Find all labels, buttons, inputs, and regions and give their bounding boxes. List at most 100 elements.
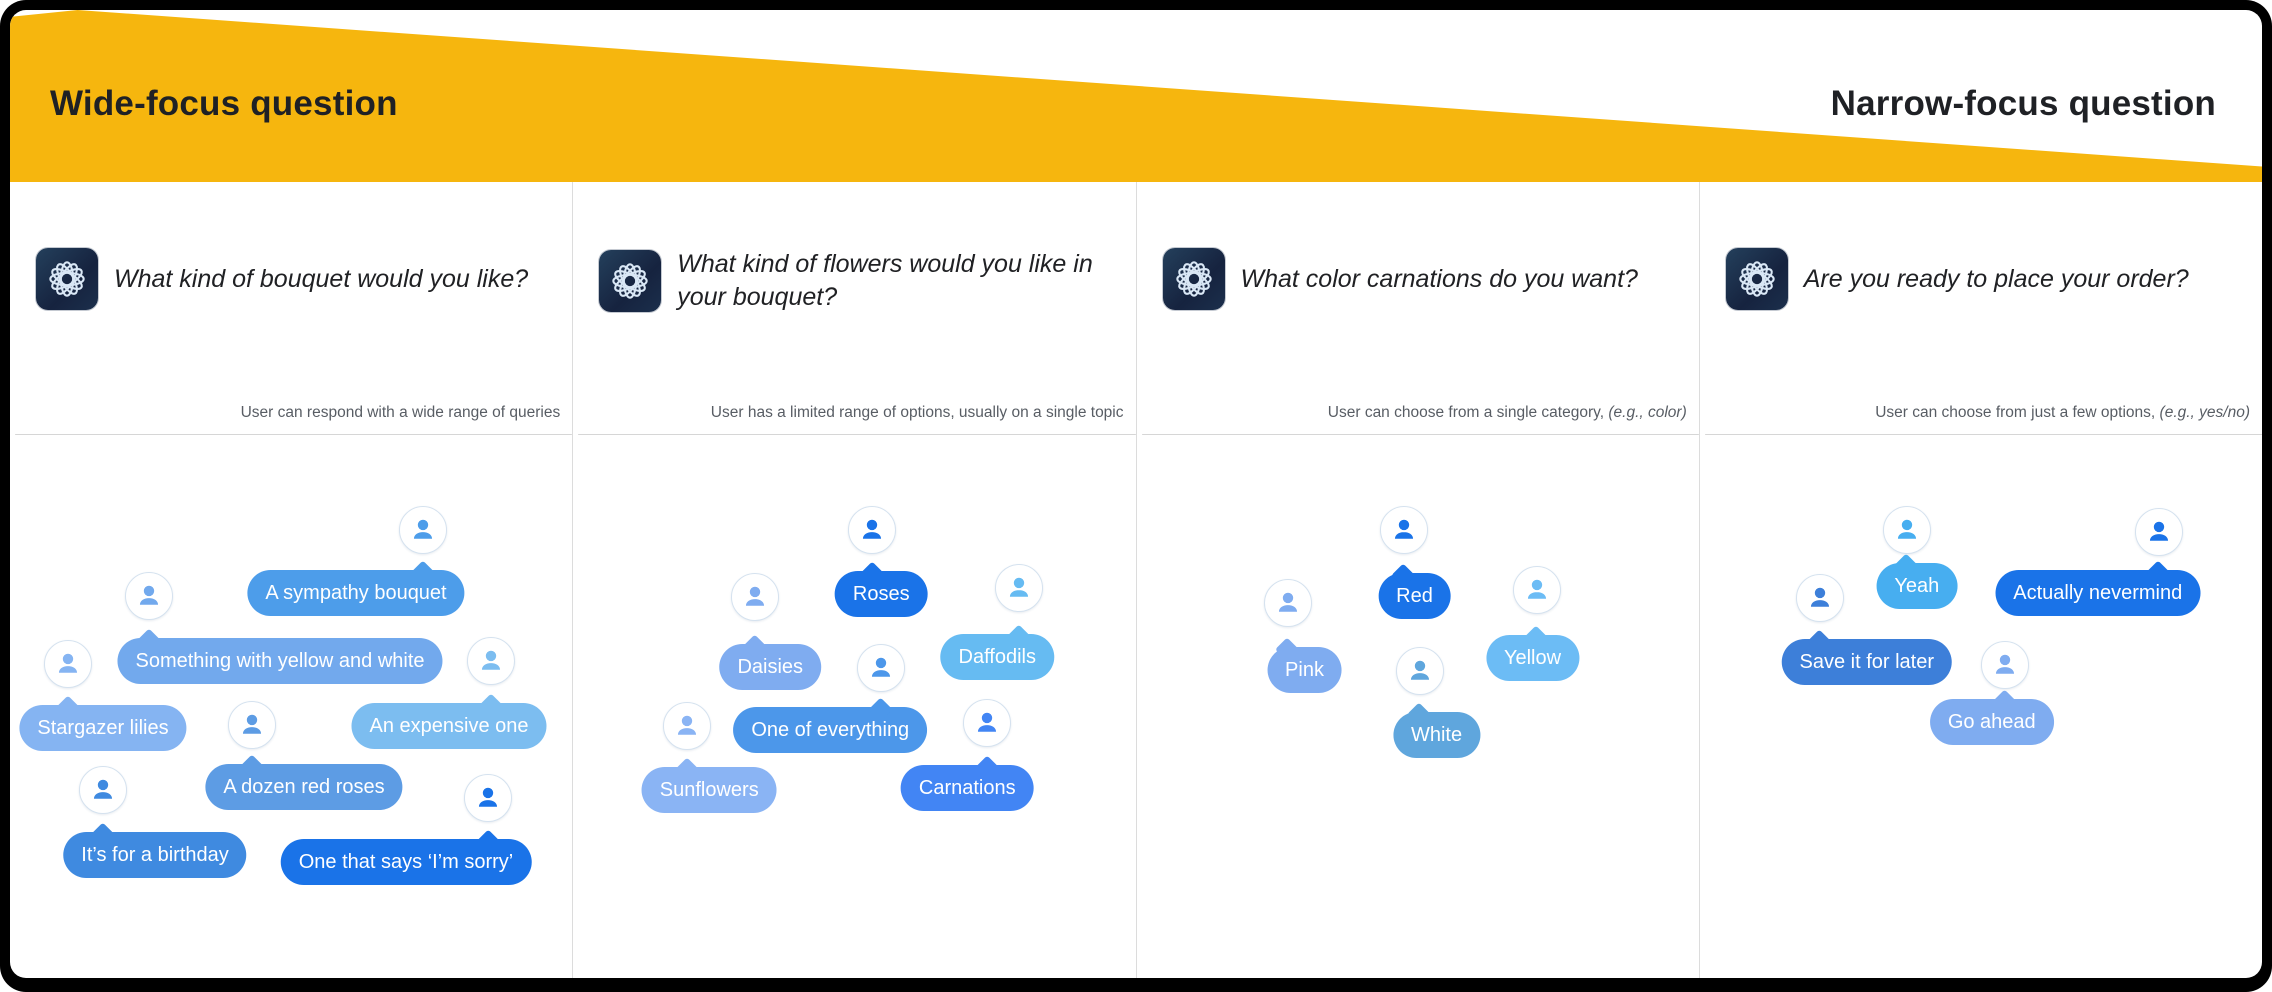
- caption-rule: [578, 434, 1136, 435]
- narrow-focus-label: Narrow-focus question: [1830, 84, 2216, 123]
- user-avatar: [1512, 566, 1561, 614]
- person-icon: [978, 712, 997, 732]
- bot-question-row: Are you ready to place your order?: [1725, 248, 2248, 310]
- user-avatar: [1795, 574, 1844, 622]
- bot-question-text: What kind of bouquet would you like?: [114, 264, 529, 293]
- bubble-tail: [410, 560, 435, 585]
- bubble-tail: [478, 693, 503, 718]
- bubble-tail: [1406, 702, 1431, 727]
- chat-bubble: Daisies: [719, 634, 822, 690]
- user-avatar: [464, 774, 512, 822]
- question-column-3: What color carnations do you want? User …: [1137, 182, 1700, 978]
- caption-rule: [15, 434, 573, 435]
- chat-bubble: Save it for later: [1781, 629, 1953, 685]
- person-icon: [1995, 654, 2014, 674]
- user-range-caption: User has a limited range of options, usu…: [585, 404, 1124, 422]
- chat-bubble: It’s for a birthday: [63, 822, 247, 878]
- user-avatar: [2134, 508, 2183, 556]
- person-icon: [1394, 519, 1413, 539]
- chat-bubble: Red: [1378, 563, 1451, 619]
- caption-rule: [1141, 434, 1699, 435]
- caption-text: User can choose from a single category,: [1327, 404, 1609, 421]
- bubble-tail: [1894, 553, 1919, 578]
- user-replies: A sympathy bouquet Something with yellow…: [10, 182, 572, 978]
- user-avatar: [399, 506, 447, 554]
- bot-question-row: What kind of bouquet would you like?: [36, 248, 558, 310]
- person-icon: [2149, 521, 2168, 541]
- bot-question-row: What kind of flowers would you like in y…: [599, 248, 1121, 314]
- bubble-tail: [974, 755, 999, 780]
- user-replies: Red Pink Yellow White: [1137, 182, 1699, 978]
- user-avatar: [228, 701, 276, 749]
- chat-bubble: Actually nevermind: [1995, 560, 2201, 616]
- flower-knot-icon: [612, 263, 648, 299]
- bubble-tail: [1523, 625, 1548, 650]
- bubble-tail: [1391, 563, 1416, 588]
- user-avatar: [1395, 647, 1444, 695]
- chat-bubble: Carnations: [900, 755, 1034, 811]
- chat-bubble: Stargazer lilies: [19, 695, 187, 751]
- caption-text: User can choose from just a few options,: [1875, 404, 2160, 421]
- user-replies: Yeah Actually nevermind Save it for late…: [1700, 182, 2262, 978]
- bubble-tail: [1807, 629, 1832, 654]
- user-avatar: [125, 572, 173, 620]
- bubble-tail: [1275, 637, 1300, 662]
- bubble-tail: [859, 561, 884, 586]
- flower-knot-icon: [49, 261, 85, 297]
- person-icon: [93, 779, 113, 799]
- person-icon: [678, 715, 697, 735]
- bubble-tail: [136, 628, 161, 653]
- user-avatar: [44, 640, 92, 688]
- chat-bubble: An expensive one: [351, 693, 547, 749]
- chat-bubble: One of everything: [733, 697, 928, 753]
- user-range-caption: User can choose from just a few options,…: [1712, 404, 2250, 422]
- person-icon: [478, 787, 498, 807]
- person-icon: [1010, 577, 1029, 597]
- user-range-caption: User can choose from a single category, …: [1149, 404, 1687, 422]
- bubble-tail: [55, 695, 80, 720]
- bot-question-row: What color carnations do you want?: [1162, 248, 1685, 310]
- wide-focus-label: Wide-focus question: [50, 84, 398, 123]
- user-avatar: [1882, 506, 1931, 554]
- person-icon: [872, 657, 891, 677]
- bubble-tail: [1992, 689, 2017, 714]
- caption-rule: [1704, 434, 2262, 435]
- user-avatar: [963, 699, 1012, 747]
- person-icon: [746, 586, 765, 606]
- bubble-tail: [868, 697, 893, 722]
- chat-bubble: Daffodils: [940, 624, 1054, 680]
- bubble-tail: [674, 757, 699, 782]
- person-icon: [242, 714, 262, 734]
- bot-avatar: [1162, 248, 1225, 310]
- flower-knot-icon: [1175, 261, 1212, 297]
- person-icon: [863, 519, 882, 539]
- flower-knot-icon: [1739, 261, 1775, 297]
- chat-bubble: Sunflowers: [641, 757, 777, 813]
- bot-question-text: Are you ready to place your order?: [1803, 264, 2189, 293]
- chat-bubble: Roses: [834, 561, 928, 617]
- bot-question-text: What kind of flowers would you like in y…: [677, 250, 1093, 311]
- person-icon: [481, 650, 501, 670]
- question-columns: What kind of bouquet would you like? Use…: [10, 182, 2262, 978]
- diagram-card: Wide-focus question Narrow-focus questio…: [10, 10, 2262, 978]
- bubble-tail: [1006, 624, 1031, 649]
- user-avatar: [731, 573, 780, 621]
- question-column-2: What kind of flowers would you like in y…: [573, 182, 1137, 978]
- user-avatar: [848, 506, 897, 554]
- user-avatar: [467, 637, 515, 685]
- bot-avatar: [36, 248, 98, 310]
- chat-bubble: White: [1392, 702, 1481, 758]
- caption-text: User can respond with a wide range of qu…: [240, 404, 561, 421]
- user-avatar: [995, 564, 1044, 612]
- user-replies: Roses Daisies Daffodils One of everythin…: [573, 182, 1135, 978]
- person-icon: [139, 585, 159, 605]
- chat-bubble: Yellow: [1485, 625, 1580, 681]
- caption-text: User has a limited range of options, usu…: [710, 404, 1124, 421]
- user-range-caption: User can respond with a wide range of qu…: [22, 404, 561, 422]
- user-avatar: [857, 644, 906, 692]
- person-icon: [1527, 579, 1546, 599]
- person-icon: [58, 653, 78, 673]
- chat-bubble: Go ahead: [1929, 689, 2054, 745]
- person-icon: [1810, 587, 1829, 607]
- caption-example-text: (e.g., color): [1608, 404, 1687, 421]
